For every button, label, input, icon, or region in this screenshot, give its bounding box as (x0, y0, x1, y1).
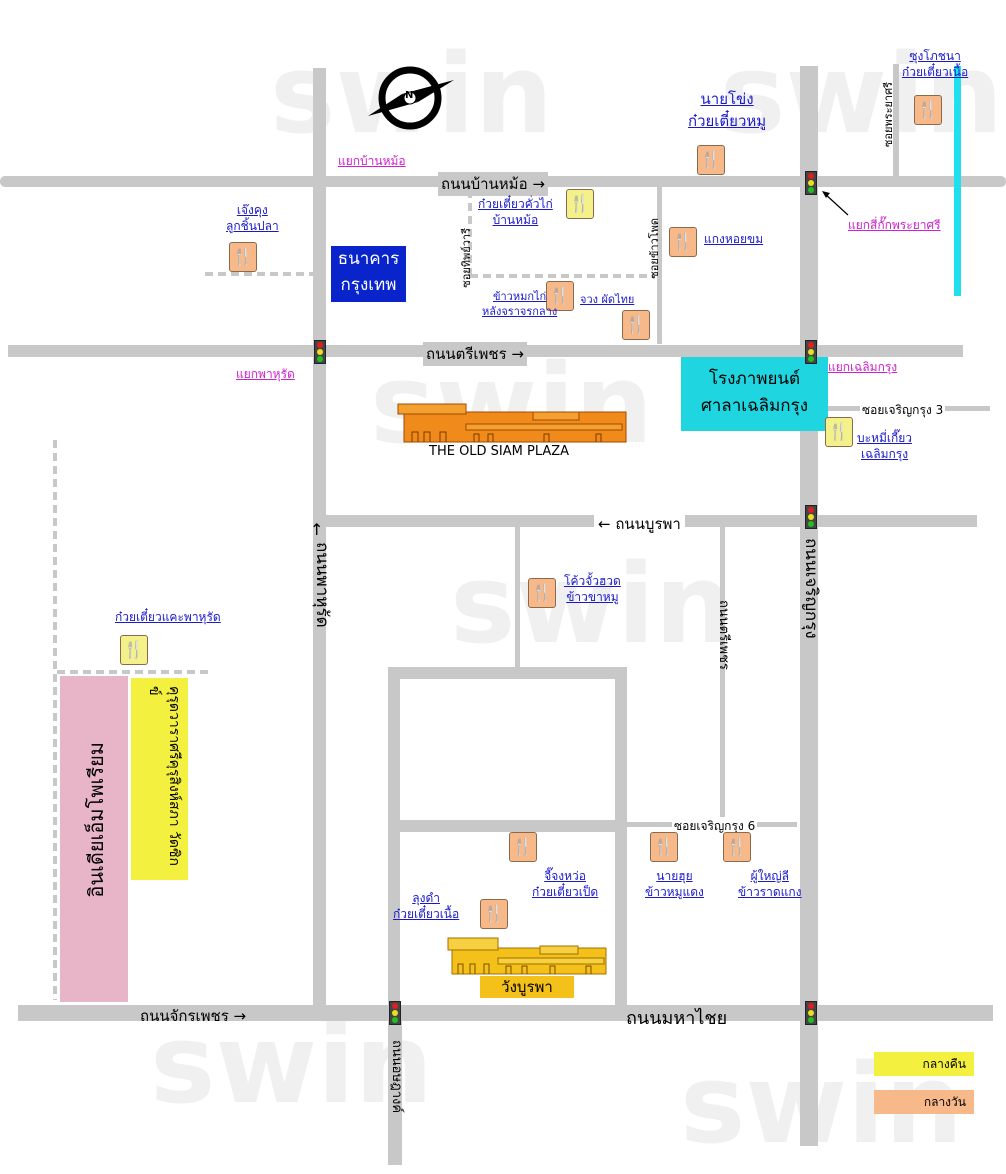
gurdwara-label: คุรุดวาราศรีคุรุสิงห์สภา วัดซิกข์ (146, 686, 182, 866)
fork-knife-icon[interactable]: 🍴 (480, 899, 508, 929)
watermark: swin (450, 540, 734, 668)
wang-burapha-label: วังบูรพา (480, 976, 574, 998)
india-emporium-label: อินเดียเอ็มโพเรียม (84, 742, 108, 898)
road-atsadang (388, 1015, 402, 1165)
junction-ban-mo[interactable]: แยกบ้านหม้อ (338, 154, 406, 168)
restaurant-label[interactable]: เจ๊งคุงลูกชิ้นปลา (226, 203, 279, 233)
road-wang-burapha-mid (388, 820, 627, 832)
lane-label-phraya-si: ซอยพระยาศรี (882, 82, 895, 148)
road-pahurat (313, 68, 326, 1008)
restaurant-label[interactable]: จี๊จงหว่อก๋วยเตี๋ยวเป็ด (532, 869, 599, 899)
restaurant-label[interactable]: ข้าวหมกไก่หลังจราจรกลาง (482, 290, 558, 318)
fork-knife-icon[interactable]: 🍴 (622, 310, 650, 340)
traffic-light-icon (805, 340, 817, 364)
fork-knife-icon[interactable]: 🍴 (528, 578, 556, 608)
compass-letter: N (405, 90, 414, 101)
fork-knife-icon[interactable]: 🍴 (650, 832, 678, 862)
traffic-light-icon (314, 340, 326, 364)
road-label-atsadang: ถนนอษฎางค์ (389, 1040, 404, 1114)
road-charoen-krung (800, 66, 818, 1146)
old-siam-plaza-label: THE OLD SIAM PLAZA (429, 444, 570, 459)
road-wang-burapha-left (388, 667, 400, 1007)
fork-knife-icon[interactable]: 🍴 (669, 227, 697, 257)
fork-knife-icon[interactable]: 🍴 (509, 832, 537, 862)
restaurant-label[interactable]: ซุงโภชนาก๋วยเตี๋ยวเนื้อ (902, 49, 969, 79)
junction-pahurat[interactable]: แยกพาหุรัด (236, 367, 295, 381)
traffic-light-icon (805, 171, 817, 195)
bank-name-line2: กรุงเทพ (340, 275, 397, 295)
restaurant-label[interactable]: ก๋วยเตี๋ยวคั่วไก่บ้านหม้อ (478, 197, 553, 227)
restaurant-label[interactable]: ลุงดำก๋วยเตี๋ยวเนื้อ (393, 891, 460, 921)
road-wang-burapha-top (388, 667, 627, 679)
restaurant-label[interactable]: จวง ผัดไทย (580, 293, 635, 306)
restaurant-label[interactable]: บะหมี่เกี๊ยวเฉลิมกรุง (857, 431, 913, 461)
junction-chaloem-krung[interactable]: แยกเฉลิมกรุง (828, 360, 898, 374)
restaurant-label[interactable]: โค้วจั้วฮวดข้าวขาหมู (564, 574, 621, 604)
road-label-pahurat: ถนนพาหุรัด (312, 542, 332, 628)
legend-night: กลางคืน (874, 1052, 974, 1076)
road-label-pahurat-arrow: ↑ (310, 520, 324, 539)
old-siam-plaza-building (397, 403, 627, 443)
theatre-name-line2: ศาลาเฉลิมกรุง (700, 396, 809, 416)
road-phraya-si-lane (893, 64, 899, 176)
canal (954, 66, 961, 296)
wang-burapha-building (447, 937, 607, 975)
road-label-maha-chai: ถนนมหาไชย (626, 1008, 728, 1029)
road-chakkraphet-maha-chai (18, 1005, 993, 1021)
lane-label-charoenkrung3: ซอยเจริญกรุง 3 (860, 401, 946, 420)
traffic-light-icon (805, 505, 817, 529)
fork-knife-icon[interactable]: 🍴 (120, 635, 148, 665)
restaurant-label[interactable]: ก๋วยเตี๋ยวแคะพาหุรัด (115, 610, 221, 624)
lane-label-thipwari: ซอยทิพย์วารี (460, 228, 473, 288)
fork-knife-icon[interactable]: 🍴 (723, 832, 751, 862)
gurdwara-block (131, 678, 188, 880)
bank-name-line1: ธนาคาร (337, 249, 400, 269)
road-label-charoen-krung: ถนนเจริญกรุง (801, 538, 821, 639)
theatre-name-line1: โรงภาพยนต์ (708, 369, 801, 389)
road-wang-burapha-right (615, 667, 627, 1007)
road-label-tri-phet-lane: ถนนตรีเพชร (716, 600, 731, 670)
traffic-light-icon (805, 1001, 817, 1025)
restaurant-label[interactable]: นายโข่งก๋วยเตี๋ยวหมู (688, 90, 767, 130)
restaurant-label[interactable]: ผู้ใหญ่ลีข้าวราดแกง (738, 869, 802, 899)
fork-knife-icon[interactable]: 🍴 (914, 95, 942, 125)
road-label-chakkraphet: ถนนจักรเพชร → (140, 1007, 247, 1025)
road-label-ban-mo: ถนนบ้านหม้อ → (438, 172, 548, 196)
bangkok-bank: ธนาคาร กรุงเทพ (331, 246, 406, 302)
road-label-burapha: ← ถนนบูรพา (594, 512, 685, 536)
traffic-light-icon (389, 1001, 401, 1025)
junction-si-kak-phraya-si[interactable]: แยกสี่กั๊กพระยาศรี (848, 218, 941, 232)
lane-label-charoenkrung6: ซอยเจริญกรุง 6 (672, 817, 758, 836)
india-emporium-block (60, 676, 128, 1002)
road-burapha-branch-2 (720, 527, 725, 823)
fork-knife-icon[interactable]: 🍴 (697, 145, 725, 175)
road-label-tri-phet: ถนนตรีเพชร → (423, 342, 527, 366)
restaurant-label[interactable]: แกงหอยขม (704, 232, 764, 246)
legend-day: กลางวัน (874, 1090, 974, 1114)
sala-chalerm-krung-theatre: โรงภาพยนต์ ศาลาเฉลิมกรุง (681, 357, 828, 431)
fork-knife-icon[interactable]: 🍴 (229, 242, 257, 272)
fork-knife-icon[interactable]: 🍴 (566, 189, 594, 219)
restaurant-label[interactable]: นายฮุยข้าวหมูแดง (645, 869, 704, 899)
compass-icon (368, 66, 454, 130)
watermark: swin (150, 1000, 434, 1128)
lane-label-khao-phot: ซอยข้าวโพด (648, 218, 661, 279)
road-khao-phot-lane (657, 186, 662, 344)
fork-knife-icon[interactable]: 🍴 (825, 417, 853, 447)
road-burapha-branch-1 (515, 527, 520, 667)
fork-knife-icon[interactable]: 🍴 (546, 281, 574, 311)
